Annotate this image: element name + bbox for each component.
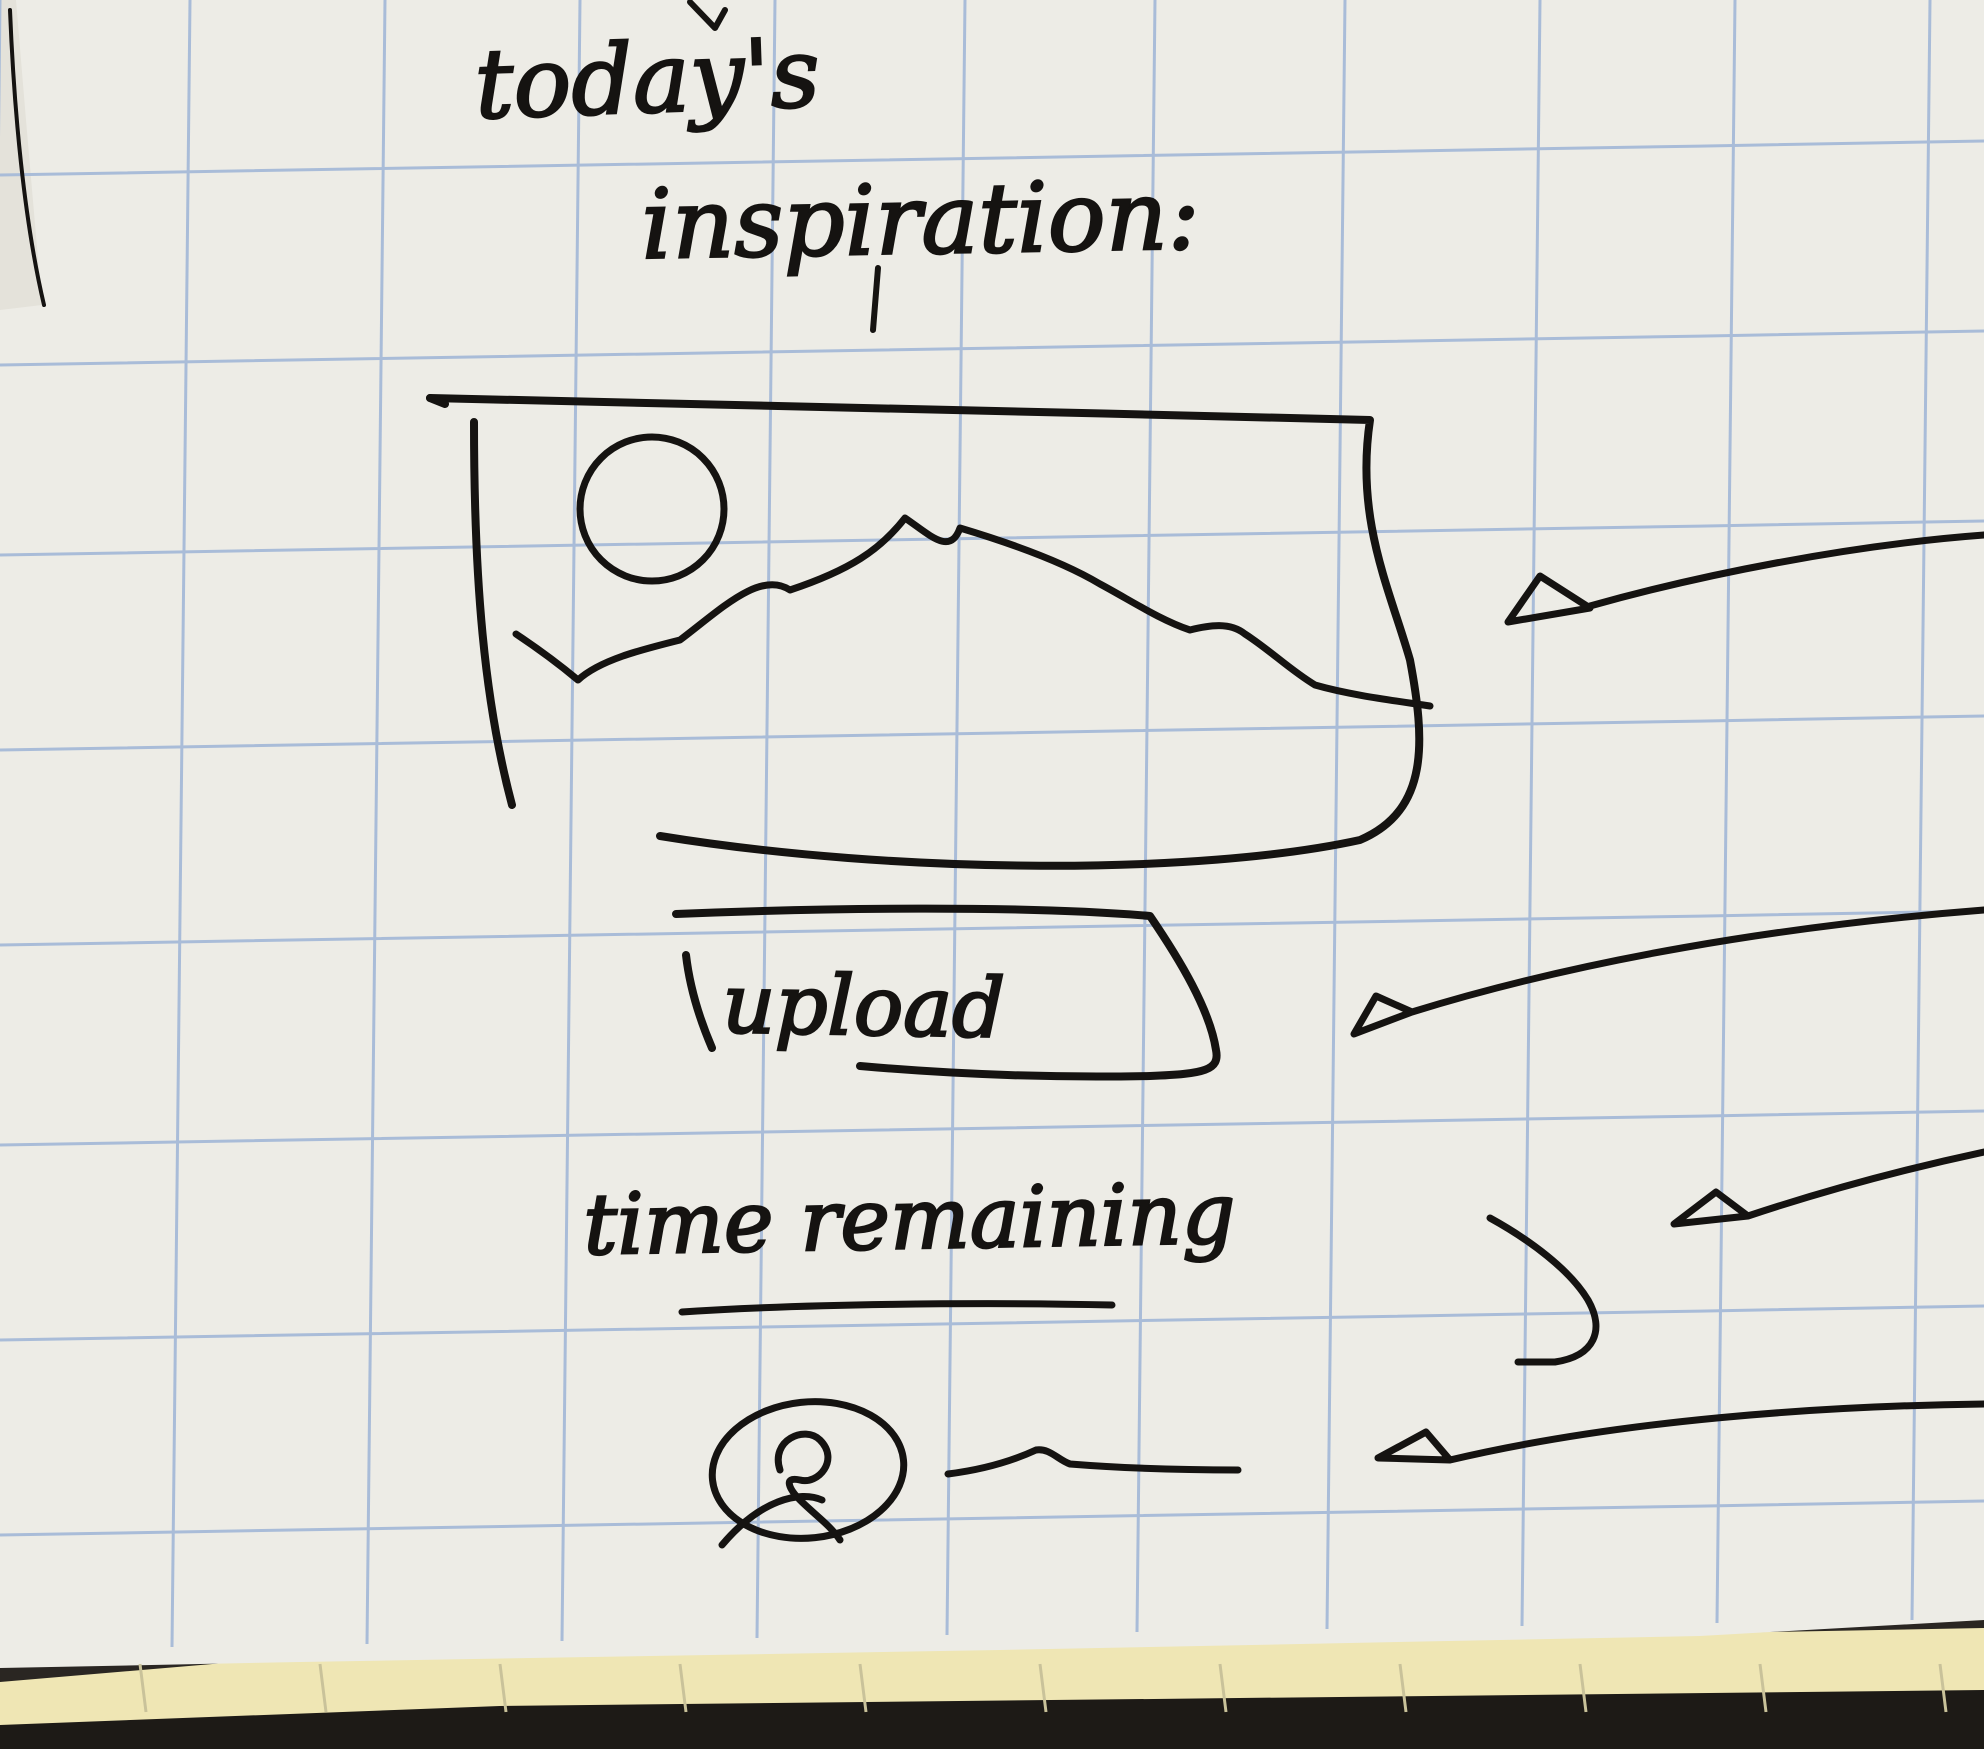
avatar-circle xyxy=(708,1398,908,1542)
time-remaining-underline xyxy=(678,1300,1116,1316)
time-remaining-tail xyxy=(1486,1214,1600,1366)
heading-line-1: today's xyxy=(473,17,822,141)
annotation-arrow-4 xyxy=(1374,1400,1984,1464)
grid-vertical-line xyxy=(1910,0,1932,1621)
upload-button-left xyxy=(682,951,716,1052)
sun-icon xyxy=(576,433,728,585)
grid-horizontal-line xyxy=(0,909,1984,947)
grid-horizontal-line xyxy=(0,329,1984,367)
notepad-grid-line xyxy=(318,1663,328,1713)
grid-horizontal-line xyxy=(0,1109,1984,1147)
notepad-grid-line xyxy=(138,1663,148,1713)
time-remaining: time remaining xyxy=(581,1163,1600,1366)
grid-lines xyxy=(0,0,1984,1648)
notepad-grid xyxy=(138,1663,1948,1713)
avatar-head xyxy=(774,1430,844,1544)
grid-horizontal-line xyxy=(0,139,1984,177)
grid-vertical-line xyxy=(170,0,192,1648)
grid-vertical-line xyxy=(1520,0,1542,1627)
paper-sheet xyxy=(0,0,1984,1668)
annotation-arrow-1 xyxy=(1504,531,1984,626)
grid-horizontal-line xyxy=(0,1499,1984,1537)
grid-vertical-line xyxy=(365,0,387,1645)
grid-vertical-line xyxy=(560,0,582,1642)
notepad-grid-line xyxy=(1398,1663,1408,1713)
notepad-grid-line xyxy=(678,1663,688,1713)
notepad-grid-line xyxy=(498,1663,508,1713)
notepad-grid-line xyxy=(1578,1663,1588,1713)
notepad-grid-line xyxy=(1038,1663,1048,1713)
grid-vertical-line xyxy=(755,0,777,1639)
heading-stroke xyxy=(687,0,728,31)
image-frame xyxy=(426,394,1424,870)
grid-horizontal-line xyxy=(0,519,1984,557)
time-remaining-label: time remaining xyxy=(583,1165,1237,1274)
grid-vertical-line xyxy=(1715,0,1737,1624)
upload-button-frame xyxy=(672,904,1221,1081)
notepad-grid-line xyxy=(858,1663,868,1713)
notepad-shadow xyxy=(0,1690,1984,1749)
mountain-line xyxy=(512,514,1434,710)
image-frame-left xyxy=(426,394,516,809)
notepad-grid-line xyxy=(1218,1663,1228,1713)
arrow-pointer-icon xyxy=(1350,531,1984,1464)
annotation-arrow-2 xyxy=(1350,906,1984,1038)
grid-vertical-line xyxy=(945,0,967,1636)
grid-vertical-line xyxy=(1135,0,1157,1633)
upload-button-label: upload xyxy=(722,957,1006,1057)
annotation-arrow-3 xyxy=(1670,1148,1984,1228)
user-avatar-icon[interactable] xyxy=(705,1392,910,1549)
avatar-body xyxy=(718,1492,826,1549)
grid-horizontal-line xyxy=(0,714,1984,752)
heading-line-2: inspiration: xyxy=(640,159,1200,281)
notepad-grid-line xyxy=(1758,1663,1768,1713)
margin-line xyxy=(8,8,46,307)
upload-button[interactable]: upload xyxy=(672,904,1221,1081)
grid-vertical-line xyxy=(1325,0,1347,1630)
image-placeholder-icon[interactable] xyxy=(426,394,1434,870)
heading-caret xyxy=(870,265,881,333)
grid-horizontal-line xyxy=(0,1304,1984,1342)
avatar-name-scribble xyxy=(944,1446,1242,1478)
notepad-grid-line xyxy=(1938,1663,1948,1713)
